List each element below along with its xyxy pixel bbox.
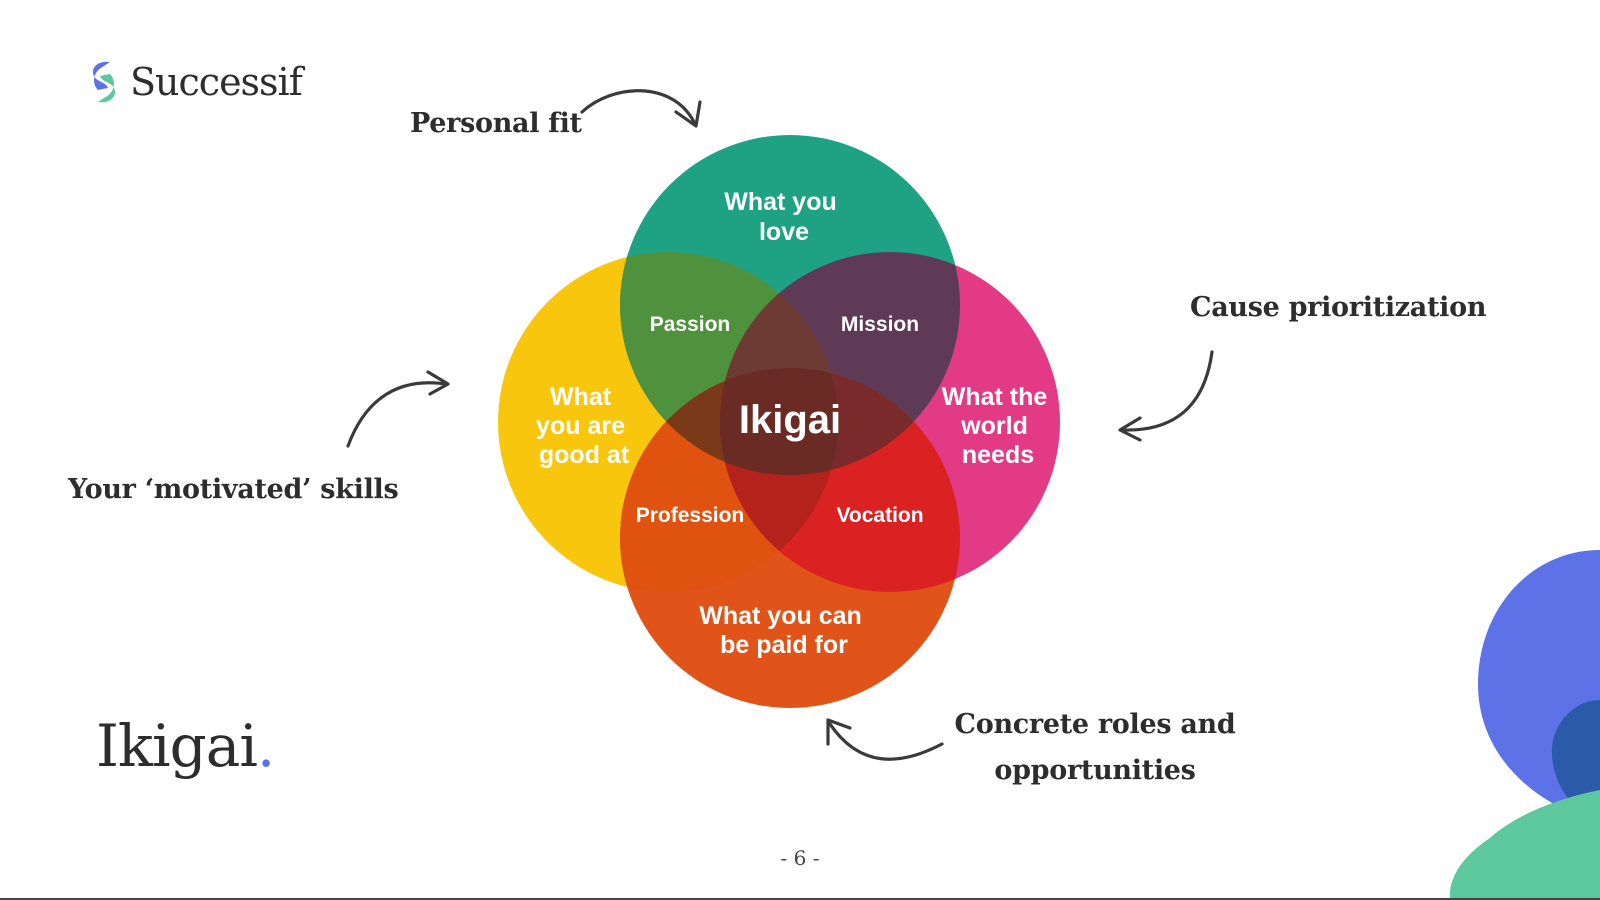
concrete-roles-arrow-icon [826, 718, 944, 761]
personal-fit-arrow-icon [580, 89, 702, 128]
motivated-skills-label: Your ‘motivated’ skills [68, 474, 399, 505]
personal-fit-label: Personal fit [410, 108, 582, 139]
love-paid-good-region [620, 368, 838, 475]
concrete-roles-label: Concrete roles and opportunities [950, 702, 1240, 794]
love-paid-world-region [720, 368, 960, 475]
slide-title-text: Ikigai [96, 712, 258, 780]
good-at-label: What you are good at [536, 383, 632, 469]
slide-title-dot: . [256, 712, 275, 780]
navy-blob-shape [1551, 700, 1600, 820]
ikigai-center-label: Ikigai [739, 398, 841, 442]
passion-label: Passion [650, 313, 731, 336]
decorative-blob-shape [1449, 550, 1600, 900]
paid-for-label: What you can be paid for [699, 602, 868, 659]
motivated-skills-arrow-icon [346, 370, 450, 448]
ikigai-venn-diagram: What you love What you are good at What … [498, 135, 1060, 708]
bottom-border [0, 898, 1600, 900]
successif-logo-icon [92, 61, 116, 103]
brand-logo: Successif [88, 60, 303, 104]
love-label: What you love [724, 188, 843, 246]
slide-title: Ikigai. [96, 712, 275, 780]
concrete-roles-line-2: opportunities [994, 755, 1196, 786]
concrete-roles-line-1: Concrete roles and [954, 709, 1236, 740]
mission-label: Mission [841, 313, 919, 336]
world-needs-label: What the world needs [942, 383, 1055, 469]
green-blob-shape [1449, 790, 1600, 900]
profession-label: Profession [636, 504, 745, 527]
cause-prioritization-arrow-icon [1118, 350, 1214, 442]
love-good-world-region [720, 252, 838, 475]
vocation-label: Vocation [836, 504, 923, 527]
page-number: - 6 - [780, 846, 820, 870]
brand-name: Successif [130, 60, 303, 104]
paid-good-world-region [720, 368, 838, 592]
cause-prioritization-label: Cause prioritization [1190, 292, 1487, 323]
